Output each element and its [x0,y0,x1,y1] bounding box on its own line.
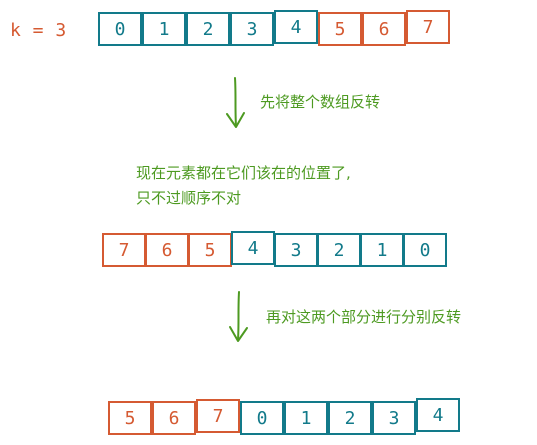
array-cell: 3 [274,233,318,267]
k-value-label: k = 3 [10,20,67,41]
step2-note: 再对这两个部分进行分别反转 [266,308,462,326]
array-cell: 1 [142,12,186,46]
array-cell: 6 [152,401,196,435]
array-original: 0 1 2 3 4 5 6 7 [98,10,458,48]
array-cell: 0 [98,12,142,46]
array-cell: 7 [406,10,450,44]
array-cell: 3 [230,12,274,46]
array-cell: 5 [318,12,362,46]
down-arrow-icon [227,290,251,346]
middle-note-line2: 只不过顺序不对 [136,189,242,207]
array-cell: 4 [416,398,460,432]
array-cell: 4 [231,231,275,265]
array-cell: 7 [196,399,240,433]
middle-note-line1: 现在元素都在它们该在的位置了, [136,164,351,182]
array-cell: 0 [240,401,284,435]
array-cell: 5 [108,401,152,435]
array-cell: 2 [317,233,361,267]
array-cell: 2 [186,12,230,46]
array-reversed: 7 6 5 4 3 2 1 0 [102,231,462,269]
array-final: 5 6 7 0 1 2 3 4 [108,398,468,437]
step1-note: 先将整个数组反转 [260,93,381,111]
array-cell: 6 [362,12,406,46]
array-cell: 1 [360,233,404,267]
array-cell: 2 [328,401,372,435]
array-cell: 1 [284,401,328,435]
array-cell: 4 [274,10,318,44]
array-cell: 3 [372,401,416,435]
array-cell: 7 [102,233,146,267]
array-cell: 5 [188,233,232,267]
array-cell: 6 [145,233,189,267]
down-arrow-icon [224,76,248,132]
array-cell: 0 [403,233,447,267]
